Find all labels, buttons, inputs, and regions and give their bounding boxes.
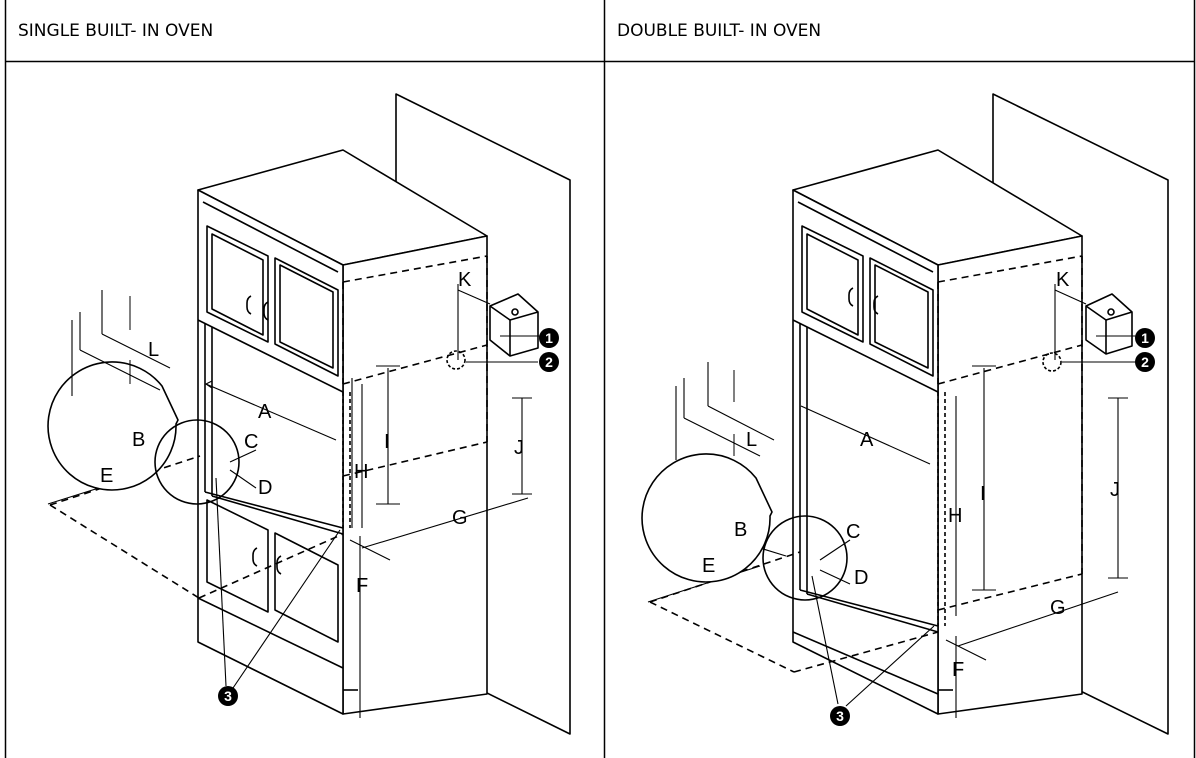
- cabinet: [792, 149, 1083, 715]
- label-L: L: [148, 339, 159, 361]
- callout-1: 1: [1135, 328, 1155, 348]
- label-A: A: [258, 401, 272, 423]
- label-I: I: [980, 483, 986, 505]
- callout-2: 2: [1135, 352, 1155, 372]
- panel-title-double: DOUBLE BUILT- IN OVEN: [617, 21, 822, 41]
- junction-box: [446, 293, 540, 370]
- label-J: J: [1110, 479, 1120, 501]
- svg-text:2: 2: [545, 354, 553, 370]
- callout-3: 3: [830, 706, 850, 726]
- single-oven-diagram: A B C D E F G H I J K L 1 2 3: [6, 62, 604, 758]
- label-G: G: [452, 507, 468, 529]
- svg-text:1: 1: [545, 330, 553, 346]
- label-B: B: [734, 519, 747, 541]
- label-C: C: [846, 521, 860, 543]
- label-L: L: [746, 429, 757, 451]
- svg-text:3: 3: [224, 688, 232, 704]
- label-D: D: [258, 477, 272, 499]
- label-K: K: [1056, 269, 1070, 291]
- label-K: K: [458, 269, 472, 291]
- svg-text:2: 2: [1141, 354, 1149, 370]
- label-E: E: [100, 465, 113, 487]
- label-G: G: [1050, 597, 1066, 619]
- label-H: H: [354, 461, 368, 483]
- junction-box: [1042, 293, 1138, 372]
- detail-zoom-bubble: [641, 362, 848, 601]
- label-F: F: [952, 659, 964, 681]
- dimension-lines: [647, 284, 1128, 718]
- callout-2: 2: [539, 352, 559, 372]
- label-F: F: [356, 575, 368, 597]
- label-C: C: [244, 431, 258, 453]
- double-oven-diagram: A B C D E F G H I J K L 1 2 3: [605, 62, 1194, 758]
- label-D: D: [854, 567, 868, 589]
- panel-title-single: SINGLE BUILT- IN OVEN: [18, 21, 214, 41]
- detail-zoom-bubble: [47, 290, 240, 505]
- label-H: H: [948, 505, 962, 527]
- label-B: B: [132, 429, 145, 451]
- callout-1: 1: [539, 328, 559, 348]
- cutout-dashed-box: [49, 255, 488, 599]
- svg-text:1: 1: [1141, 330, 1149, 346]
- label-J: J: [514, 437, 524, 459]
- cabinet: [197, 149, 488, 715]
- callout-3: 3: [218, 686, 238, 706]
- cutout-dashed-box: [649, 255, 1083, 673]
- label-I: I: [384, 431, 390, 453]
- label-E: E: [702, 555, 715, 577]
- svg-text:3: 3: [836, 708, 844, 724]
- label-A: A: [860, 429, 874, 451]
